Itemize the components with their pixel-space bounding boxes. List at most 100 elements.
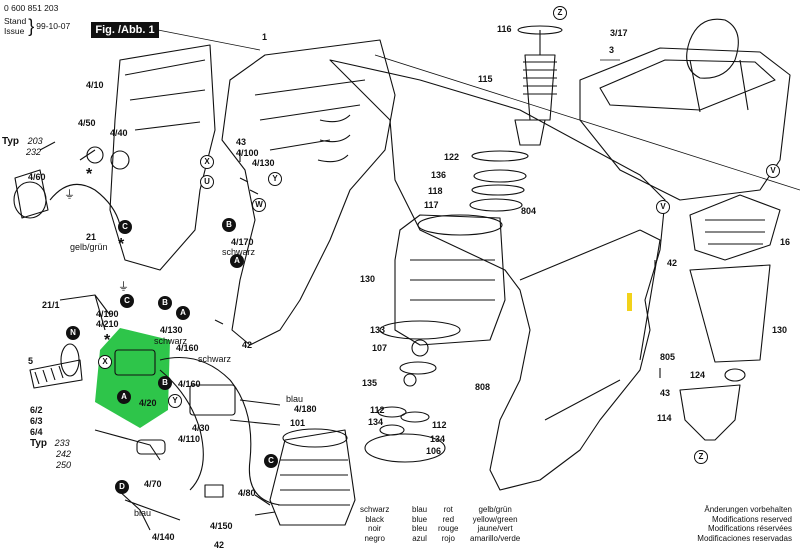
part-label: 4/170 [231,237,254,247]
part-label: 106 [426,446,442,456]
part-label: 6/3 [30,416,43,426]
part-label: 4/10 [86,80,104,90]
part-label: 805 [660,352,676,362]
part-label: 5 [28,356,34,366]
ground-icon: ⏚ [64,189,75,201]
marker-highlight [627,293,632,311]
part-label: 43 [236,137,247,147]
marker-circle: Y [268,172,282,186]
marker-circle: C [118,220,132,234]
legend-text: azul [412,533,427,543]
side-panel [109,44,216,271]
part-label: schwarz [222,247,256,257]
marker-circle: Z [553,6,567,20]
part-label: 16 [780,237,791,247]
part-number: 0 600 851 203 [4,3,59,13]
legend-text: gelb/grün [478,505,512,514]
part-label: 4/60 [28,172,46,182]
marker-circle: B [158,376,172,390]
part-label: 134 [368,417,384,427]
marker-circle: V [656,200,670,214]
part-label: 117 [424,200,439,210]
notice-line: Modifications réservées [707,524,792,533]
part-label: 130 [772,325,788,335]
part-label: blau [286,394,304,404]
legend-text: rouge [438,524,459,533]
part-16 [689,194,781,261]
typ-code: 250 [56,460,72,470]
part-label: 1 [262,32,268,42]
brace-icon: } [28,16,35,36]
legend-text: black [365,514,385,524]
part-label: 134 [430,434,446,444]
part-label: 4/110 [178,434,201,444]
stand-label: Stand [4,16,27,26]
part-label: 4/30 [192,423,210,433]
notice-line: Änderungen vorbehalten [704,505,792,514]
issue-label: Issue [4,26,25,36]
ground-icon: ⏚ [118,281,129,293]
part-label: 101 [290,418,306,428]
marker-circle: X [98,355,112,369]
part-label: 116 [497,24,512,34]
part-label: 112 [432,420,447,430]
part-label: 4/50 [78,118,96,128]
washer-136 [473,169,527,183]
cable-guard-5 [29,359,83,389]
part-label: 4/140 [152,532,175,542]
part-label: gelb/grün [70,242,108,252]
marker-circle: N [66,326,80,340]
legend-col: schwarz black noir negro [360,505,389,543]
part-label: 804 [521,206,537,216]
part-label: 4/210 [96,319,119,329]
part-label: 115 [478,74,493,84]
modifications-notice: Änderungen vorbehalten Modifications res… [697,505,792,543]
part-label: 21 [86,232,97,242]
typ-code: 203 [27,136,43,146]
part-label: 135 [362,378,378,388]
asterisk-icon: * [118,236,125,253]
legend-text: negro [364,533,385,543]
part-label: 42 [214,540,225,550]
figure-label: Fig. /Abb. 1 [91,22,159,38]
part-label: schwarz [198,354,232,364]
housing-right [329,59,666,491]
shaft-115 [524,54,556,121]
legend-text: blau [412,505,428,514]
part-label: 4/80 [238,488,256,498]
marker-circle: A [230,254,244,268]
marker-circle: Y [168,394,182,408]
legend-text: jaune/vert [477,524,513,533]
part-label: 130 [360,274,376,284]
marker-circle: D [115,480,129,494]
legend-text: rot [443,505,453,514]
legend-col: blau blue bleu azul [412,505,427,543]
part-label: 114 [657,413,672,423]
part-label: 4/190 [96,309,119,319]
marker-circle: V [766,164,780,178]
part-label: 4/130 [160,325,183,335]
legend-text: bleu [412,524,428,533]
marker-circle: Z [694,450,708,464]
part-label: 6/2 [30,405,43,415]
part-label: 6/4 [30,427,43,437]
marker-circle: A [176,306,190,320]
part-label: 133 [370,325,386,335]
notice-line: Modificaciones reservadas [697,533,792,543]
typ-code: 233 [54,438,70,448]
part-label: schwarz [154,336,188,346]
legend-text: yellow/green [472,514,518,524]
legend-text: schwarz [360,505,390,514]
ring-106 [364,433,446,463]
hopper [689,264,771,363]
legend-text: amarillo/verde [470,533,521,543]
part-label: 4/160 [176,343,199,353]
housing-left [221,39,396,346]
asterisk-icon: * [86,166,93,183]
typ-code: 232 [26,147,42,157]
marker-circle: A [117,390,131,404]
marker-circle: U [200,175,214,189]
typ-label: Typ [30,438,48,449]
legend-text: rojo [441,533,455,543]
